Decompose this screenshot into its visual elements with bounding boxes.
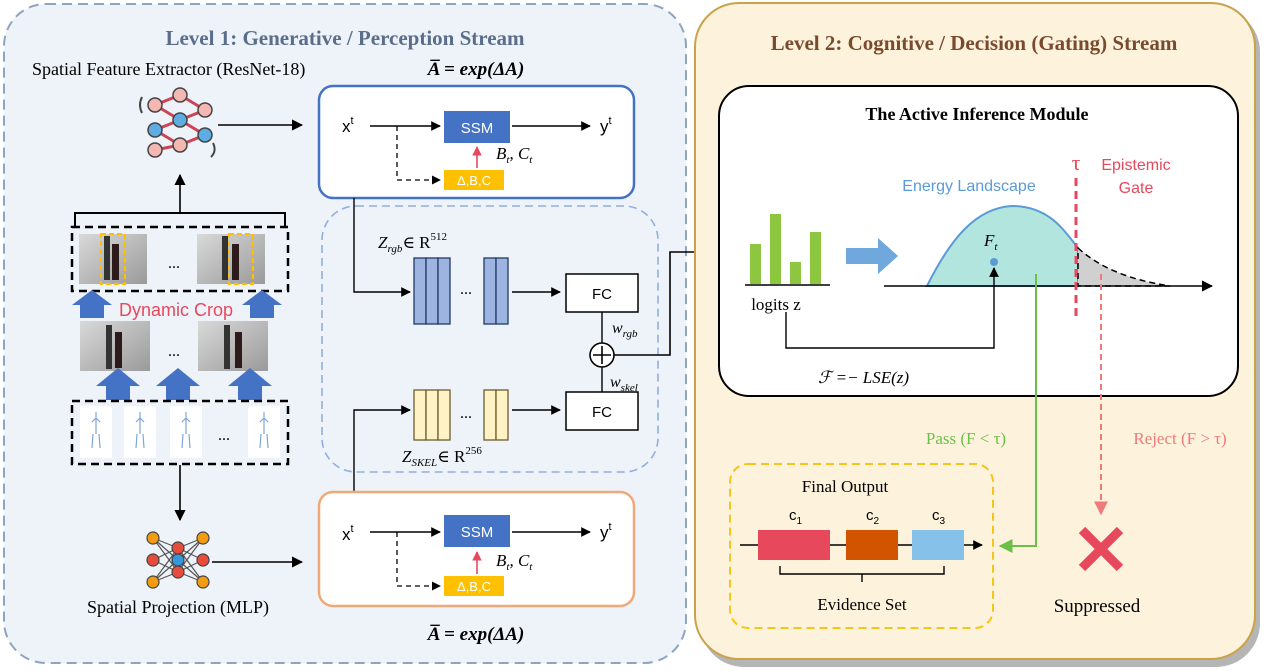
pass-path	[998, 274, 1037, 553]
raw-frame-1	[80, 321, 150, 371]
logits-label: logits z	[751, 295, 801, 314]
dynamic-crop-arrows	[72, 290, 282, 318]
ssm-bottom-core-label: SSM	[461, 524, 494, 541]
skel-feature-bars	[413, 389, 509, 441]
skeleton-frames	[80, 406, 280, 458]
ssm-top-output: yt	[600, 115, 612, 136]
evidence-set-label: Evidence Set	[817, 595, 906, 614]
class-boxes: c1 c2 c3	[758, 507, 964, 560]
fc-top-label: FC	[592, 286, 612, 303]
rgb-feature-bars	[413, 257, 509, 325]
reject-label: Reject (F > τ)	[1133, 429, 1226, 448]
ssm-top-core-label: SSM	[461, 120, 494, 137]
ssm-bottom-output: yt	[600, 521, 612, 542]
logits-bars	[750, 214, 821, 284]
top-bracket	[74, 212, 286, 228]
energy-curve	[925, 204, 1079, 287]
tau-label: τ	[1072, 150, 1081, 175]
level1-title: Level 1: Generative / Perception Stream	[165, 26, 525, 50]
free-energy-formula: ℱ =− LSE(z)	[818, 368, 909, 387]
rgb-feature-ellipsis: ...	[460, 281, 472, 298]
pass-label: Pass (F < τ)	[926, 429, 1006, 448]
final-output-label: Final Output	[802, 477, 889, 496]
cropped-frames-group	[70, 225, 290, 293]
w-skel-label: wskel	[610, 374, 638, 394]
ssm-top-core	[444, 111, 510, 143]
cropped-frame-1	[79, 233, 147, 285]
final-output-block	[729, 463, 994, 629]
ssm-bottom-formula: A̅ = exp(ΔA)	[427, 624, 525, 645]
ssm-bottom-bc: Bt, Ct	[496, 551, 533, 573]
skeleton-frames-group	[70, 399, 290, 466]
ssm-bottom-core	[444, 515, 510, 547]
level2-title: Level 2: Cognitive / Decision (Gating) S…	[771, 31, 1178, 55]
class-label-c3: c3	[932, 507, 946, 527]
raw-frame-2	[198, 321, 268, 371]
projection-label: Spatial Projection (MLP)	[87, 597, 269, 618]
big-right-arrow	[846, 238, 898, 274]
skel-feature-ellipsis: ...	[460, 405, 472, 422]
ft-point	[990, 258, 998, 266]
dynamic-crop-label: Dynamic Crop	[119, 300, 233, 320]
ssm-bottom-input: xt	[342, 523, 354, 544]
cropped-frame-2	[197, 233, 265, 285]
fusion-block	[321, 205, 659, 473]
suppressed-x-icon	[1078, 526, 1124, 572]
fc-bottom	[565, 391, 639, 431]
ssm-top-param	[444, 170, 504, 190]
energy-label: Energy Landscape	[902, 178, 1036, 195]
class-box-c3	[912, 530, 964, 560]
class-box-c1	[758, 530, 830, 560]
ssm-bottom-block	[317, 490, 636, 608]
fc-bottom-label: FC	[592, 404, 612, 421]
module-title: The Active Inference Module	[865, 104, 1088, 124]
frame-arrows	[96, 368, 272, 400]
skeleton-ellipsis: ...	[218, 427, 230, 444]
ssm-top-param-label: Δ,B,C	[457, 173, 491, 188]
ssm-top-formula: A̅ = exp(ΔA)	[427, 59, 525, 80]
z-rgb-label: Zrgb∈ R512	[378, 231, 447, 255]
raw-ellipsis: ...	[168, 343, 180, 360]
extractor-label: Spatial Feature Extractor (ResNet-18)	[32, 59, 305, 80]
class-box-c2	[846, 530, 898, 560]
ssm-top-input: xt	[342, 115, 354, 136]
gate-label-1: Epistemic	[1101, 157, 1170, 174]
neural-network-icon	[139, 87, 216, 158]
class-label-c2: c2	[866, 507, 880, 527]
w-rgb-label: wrgb	[612, 320, 638, 340]
class-label-c1: c1	[789, 507, 803, 527]
ssm-bottom-param	[444, 576, 504, 596]
ssm-top-bc: Bt, Ct	[496, 144, 533, 166]
gate-label-2: Gate	[1119, 180, 1154, 197]
mlp-icon	[146, 531, 210, 589]
evidence-brace	[779, 566, 945, 582]
ssm-bottom-param-label: Δ,B,C	[457, 579, 491, 594]
z-skel-label: ZSKEL∈ R256	[402, 445, 482, 469]
suppressed-label: Suppressed	[1054, 596, 1141, 617]
ft-label: Ft	[983, 231, 998, 253]
cropped-ellipsis: ...	[168, 255, 180, 272]
